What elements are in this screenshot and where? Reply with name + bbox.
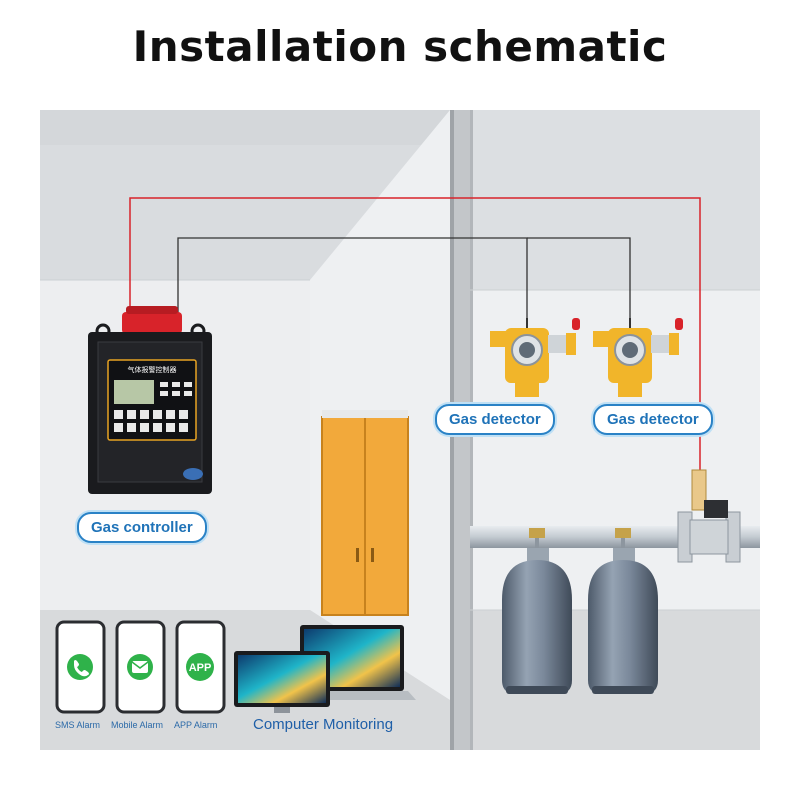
- phone-call-icon: [67, 654, 93, 680]
- gas-detector-label-1: Gas detector: [435, 404, 555, 435]
- wiring: [129, 197, 701, 470]
- gas-cylinder-2: [588, 528, 658, 694]
- monitor: [234, 651, 330, 713]
- mobile-alarm-label: Mobile Alarm: [111, 720, 164, 730]
- gas-controller-label: Gas controller: [77, 512, 207, 543]
- app-icon: [186, 653, 214, 681]
- gas-detector-1: [490, 318, 580, 397]
- app-alarm-label: APP Alarm: [174, 720, 218, 730]
- gas-cylinder-1: [502, 528, 572, 694]
- phone-sms: [55, 620, 106, 714]
- computer-monitoring-label: Computer Monitoring: [253, 716, 394, 733]
- wall-cabinet: [321, 410, 409, 616]
- phone-app: APP: [175, 620, 226, 714]
- sms-alarm-label: SMS Alarm: [55, 720, 101, 730]
- gas-detector-label-2: Gas detector: [593, 404, 713, 435]
- gas-controller: 气体报警控制器: [88, 306, 212, 494]
- gas-detector-2: [593, 318, 683, 397]
- page-title: Installation schematic: [132, 22, 668, 71]
- app-icon-text: APP: [189, 662, 212, 674]
- phone-mobile: [115, 620, 166, 714]
- controller-panel-title: 气体报警控制器: [128, 365, 177, 374]
